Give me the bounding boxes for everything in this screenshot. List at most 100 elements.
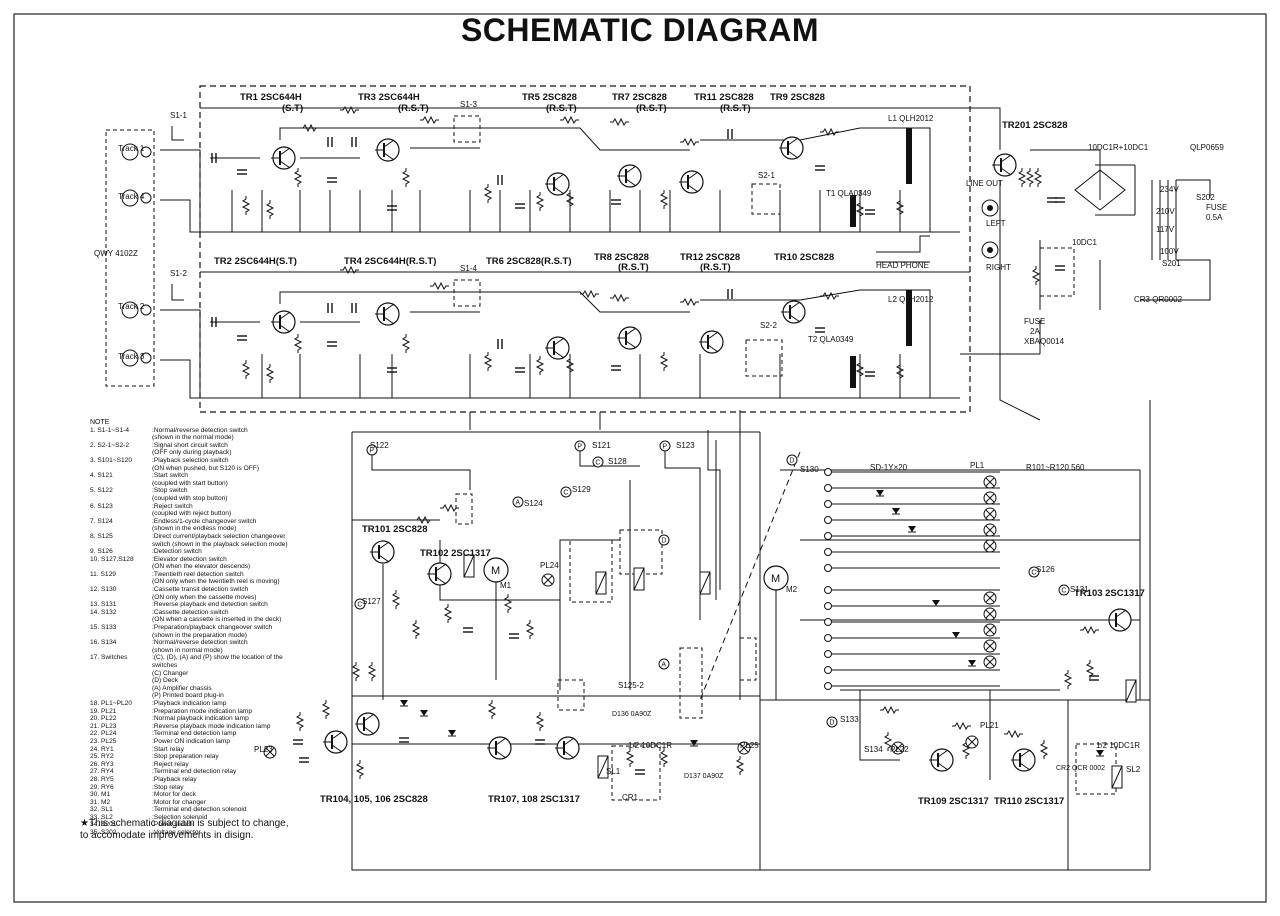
note-key: 8. S125 <box>90 532 113 540</box>
resistor-symbol <box>659 748 669 767</box>
note-item: (ON only when the twentieth reel is movi… <box>90 578 295 586</box>
transistor-symbol <box>370 540 395 564</box>
capacitor-symbol <box>497 175 503 185</box>
note-item: 7. S124:Endless/1-cycle changeover switc… <box>90 518 295 526</box>
inductor-symbol <box>906 128 912 184</box>
wire <box>160 149 201 232</box>
resistor-zigzag <box>355 760 365 779</box>
note-text: :Signal short circuit switch <box>152 441 228 449</box>
left-jack-pin <box>987 205 993 211</box>
transistor-collector <box>563 737 575 746</box>
tr12-sub: (R.S.T) <box>700 262 731 273</box>
transistor-emitter <box>787 150 799 159</box>
head-terminal <box>140 352 152 364</box>
resistor-zigzag <box>241 360 251 379</box>
transistor-collector <box>331 731 343 740</box>
resistor-symbol <box>961 740 971 759</box>
tr201-label: TR201 2SC828 <box>1002 120 1067 131</box>
lamp-symbol <box>983 507 997 521</box>
resistor-symbol <box>265 200 275 219</box>
note-text: :Start switch <box>152 472 188 480</box>
resistor-zigzag <box>1004 729 1023 739</box>
marker-circle <box>354 598 366 610</box>
relay-diagonal <box>595 571 607 595</box>
capacitor-symbol <box>727 289 733 299</box>
pl22-label: PL22 <box>890 745 909 754</box>
resistor-zigzag <box>659 748 669 767</box>
resistor-zigzag <box>895 362 905 381</box>
tr9-label: TR9 2SC828 <box>770 92 825 103</box>
note-item: 5. S122:Stop switch <box>90 487 295 495</box>
notes-heading: NOTE <box>90 419 110 426</box>
capacitor-symbol <box>865 209 875 215</box>
resistor-symbol <box>895 362 905 381</box>
note-key: 1. S1-1~S1-4 <box>90 426 130 434</box>
note-key: 13. S131 <box>90 601 117 609</box>
lamp-filament <box>985 625 995 635</box>
wire <box>279 291 520 304</box>
resistor-zigzag <box>411 620 421 639</box>
note-key: 12. S130 <box>90 586 117 594</box>
capacitor-symbol <box>327 177 337 183</box>
location-marker: A <box>658 658 670 670</box>
wire <box>351 432 760 871</box>
note-item: 20. PL22:Normal playback indication lamp <box>90 715 295 723</box>
t1-label: T1 QLA0349 <box>826 189 872 198</box>
wire <box>859 690 900 761</box>
note-key: 7. S124 <box>90 517 113 525</box>
tr4-label: TR4 2SC644H(R.S.T) <box>344 256 436 267</box>
transistor-emitter <box>495 750 507 759</box>
resistor-symbol <box>535 356 545 375</box>
lamp-symbol <box>983 607 997 621</box>
note-key: 29. RY6 <box>90 783 114 791</box>
tr10-label: TR10 2SC828 <box>774 252 834 263</box>
transistor-collector <box>707 331 719 340</box>
note-item: 1. S1-1~S1-4:Normal/reverse detection sw… <box>90 427 295 435</box>
tr103-label: TR103 2SC1317 <box>1074 588 1145 599</box>
resistor-symbol <box>952 721 971 731</box>
note-item: (coupled with stop button) <box>90 495 295 503</box>
transistor-symbol <box>617 164 642 188</box>
pl25-label: PL25 <box>740 741 759 750</box>
tr5-sub: (R.S.T) <box>546 103 577 114</box>
marker-letter: P <box>662 444 667 451</box>
resistor-symbol <box>483 352 493 371</box>
sl1-label: SL1 <box>606 767 621 776</box>
transistor-symbol <box>487 736 512 760</box>
inductor-core <box>906 290 912 346</box>
transistor-symbol <box>427 562 452 586</box>
note-text: (ON when pushed, but S120 is OFF) <box>152 464 260 472</box>
lamp-filament <box>893 743 903 753</box>
marker-circle <box>592 456 604 468</box>
relay-symbol <box>633 567 645 591</box>
resistor-zigzag <box>895 198 905 217</box>
motor-symbol: M <box>763 565 789 591</box>
note-item: 3. S101~S120:Playback selection switch <box>90 457 295 465</box>
s127-label: S127 <box>362 597 381 606</box>
note-item: 21. PL23:Reverse playback mode indicatio… <box>90 723 295 731</box>
wire <box>559 539 620 690</box>
transistor-collector <box>1115 609 1127 618</box>
resistor-symbol <box>295 712 305 731</box>
capacitor-symbol <box>611 199 621 205</box>
resistor-symbol <box>241 196 251 215</box>
marker-circle <box>826 716 838 728</box>
tr7-sub: (R.S.T) <box>636 103 667 114</box>
diode-symbol <box>690 740 698 747</box>
relay-symbol <box>597 755 609 779</box>
wire <box>520 291 690 313</box>
fuse2-label: FUSE <box>1024 317 1045 326</box>
resistor-zigzag <box>420 115 439 125</box>
tr3-label: TR3 2SC644H <box>358 92 420 103</box>
resistor-symbol <box>443 604 453 623</box>
marker-letter: D <box>661 538 666 545</box>
note-item: 28. RY5:Playback relay <box>90 776 295 784</box>
marker-letter: P <box>577 444 582 451</box>
sheet-border <box>13 13 1267 903</box>
transistor-emitter <box>553 186 565 195</box>
note-text: :Stop preparation relay <box>152 753 219 761</box>
note-text: :Preparation mode indication lamp <box>152 707 253 715</box>
s133-label: S133 <box>840 715 859 724</box>
transistor-collector <box>435 563 447 572</box>
capacitor-symbol <box>299 757 309 763</box>
